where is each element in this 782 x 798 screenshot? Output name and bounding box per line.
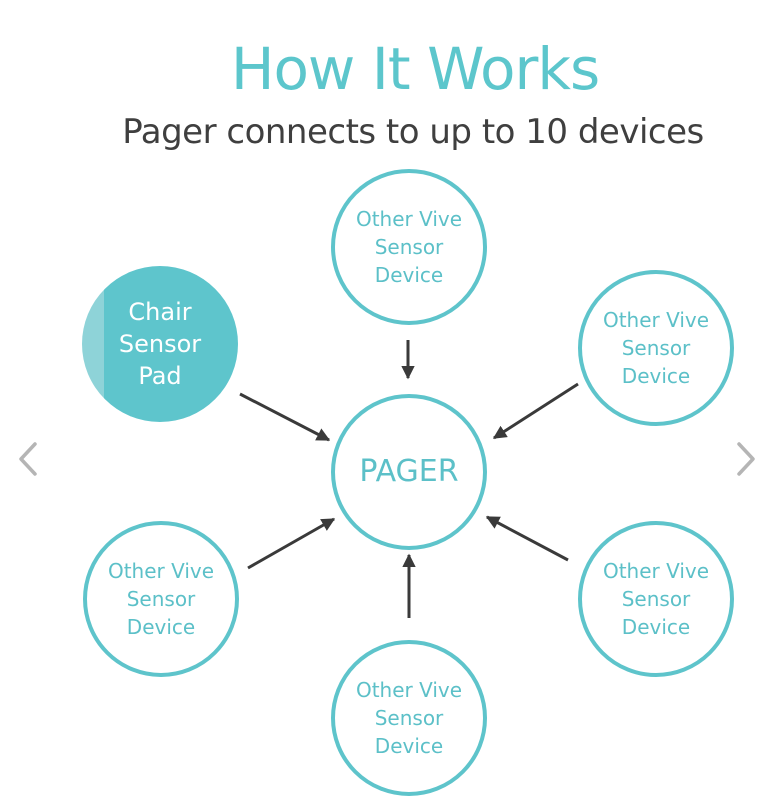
label-line: Other Vive (355, 678, 463, 702)
device-node-top: Other Vive Sensor Device (331, 169, 487, 325)
label-line: Sensor (621, 336, 691, 360)
pager-label: PAGER (359, 454, 459, 489)
device-node-upper-right: Other Vive Sensor Device (578, 270, 734, 426)
label-line: Sensor (374, 235, 444, 259)
device-node-lower-left: Other Vive Sensor Device (83, 521, 239, 677)
label-line: Sensor (126, 587, 196, 611)
label-line: Chair (128, 298, 192, 326)
label-line: Other Vive (602, 559, 710, 583)
prev-slide-button[interactable] (14, 441, 42, 477)
device-node-bottom: Other Vive Sensor Device (331, 640, 487, 796)
device-node-label: Other Vive Sensor Device (96, 557, 226, 641)
chair-node-label: Chair Sensor Pad (105, 296, 215, 392)
label-line: Device (621, 364, 691, 388)
arrow-lower-right (485, 515, 569, 562)
label-line: Device (126, 615, 196, 639)
chevron-right-icon (737, 442, 755, 476)
device-node-label: Other Vive Sensor Device (344, 205, 474, 289)
chair-sensor-pad-node: Chair Sensor Pad (82, 266, 238, 422)
arrow-chair (239, 392, 331, 442)
page-title: How It Works (230, 35, 600, 103)
device-node-label: Other Vive Sensor Device (591, 306, 721, 390)
label-line: Sensor (118, 330, 202, 358)
label-line: Other Vive (355, 207, 463, 231)
device-node-label: Other Vive Sensor Device (591, 557, 721, 641)
label-line: Sensor (374, 706, 444, 730)
page-subtitle: Pager connects to up to 10 devices (122, 112, 704, 152)
label-line: Other Vive (602, 308, 710, 332)
arrow-upper-right (492, 382, 579, 440)
device-node-label: Other Vive Sensor Device (344, 676, 474, 760)
label-line: Sensor (621, 587, 691, 611)
label-line: Device (621, 615, 691, 639)
label-line: Device (374, 263, 444, 287)
arrow-lower-left (247, 517, 336, 570)
label-line: Device (374, 734, 444, 758)
label-line: Pad (138, 362, 182, 390)
device-node-lower-right: Other Vive Sensor Device (578, 521, 734, 677)
chevron-left-icon (19, 442, 37, 476)
label-line: Other Vive (107, 559, 215, 583)
pager-node: PAGER (331, 394, 487, 550)
next-slide-button[interactable] (732, 441, 760, 477)
